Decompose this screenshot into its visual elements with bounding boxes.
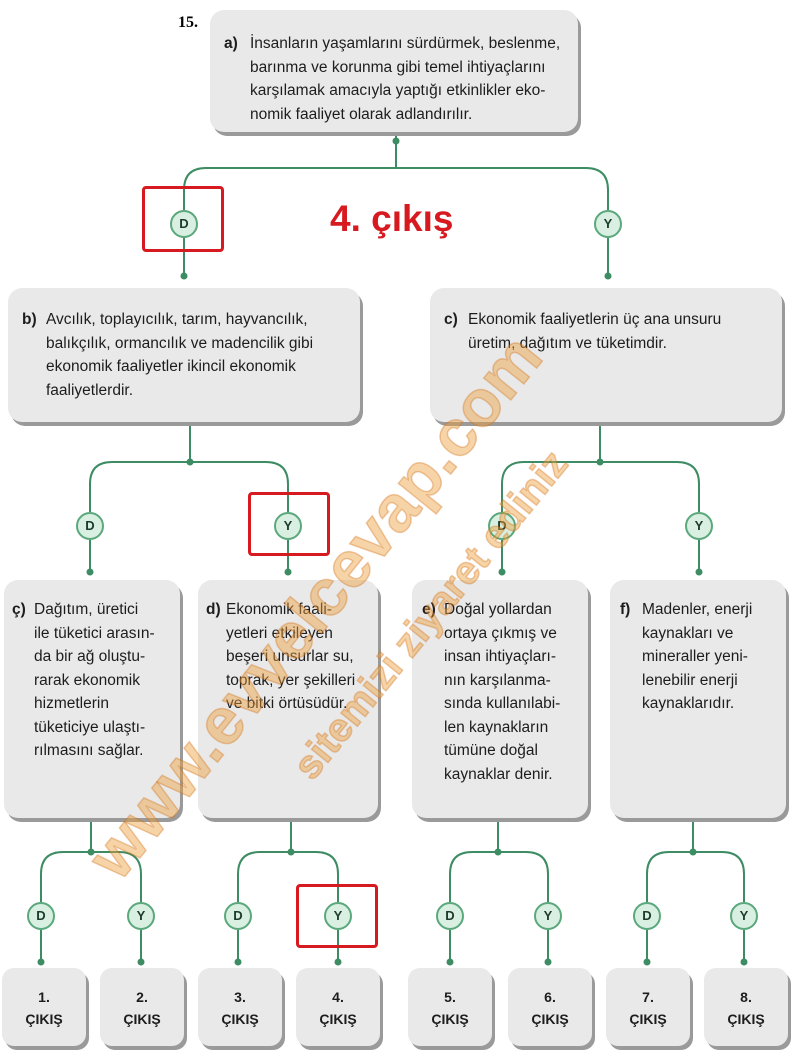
statement-c-box: c) Ekonomik faaliyetlerin üç ana unsuru … [430,288,782,422]
node-true-e: D [436,902,464,930]
exit-number: 3. [234,989,246,1005]
exit-box-2: 2. ÇIKIŞ [100,968,184,1046]
statement-e-box: e) Doğal yollardan ortaya çıkmış ve insa… [412,580,588,818]
node-true-d: D [224,902,252,930]
exit-box-6: 6. ÇIKIŞ [508,968,592,1046]
statement-d-text: Ekonomik faali- yetleri etkileyen beşeri… [226,601,356,712]
statement-cc-label: ç) [12,601,26,618]
node-false-a: Y [594,210,622,238]
statement-a-box: a) İnsanların yaşamlarını sürdürmek, bes… [210,10,578,132]
statement-a-label: a) [224,35,238,52]
highlight-frame-b-false [248,492,330,556]
answer-label: 4. çıkış [330,198,454,239]
node-true-c: D [488,512,516,540]
exit-number: 6. [544,989,556,1005]
node-true-f: D [633,902,661,930]
statement-d-box: d) Ekonomik faali- yetleri etkileyen beş… [198,580,378,818]
node-false-d: Y [324,902,352,930]
statement-cc-text: Dağıtım, üretici ile tüketici arasın- da… [34,601,155,759]
statement-f-box: f) Madenler, enerji kaynakları ve minera… [610,580,786,818]
statement-f-text: Madenler, enerji kaynakları ve mineralle… [642,601,753,712]
statement-e-label: e) [422,601,436,618]
highlight-frame-d-false [296,884,378,948]
statement-a-text: İnsanların yaşamlarını sürdürmek, beslen… [250,35,561,123]
statement-cc-box: ç) Dağıtım, üretici ile tüketici arasın-… [4,580,180,818]
exit-word: ÇIKIŞ [531,1011,569,1027]
highlight-frame-a-true [142,186,224,252]
exit-word: ÇIKIŞ [727,1011,765,1027]
statement-b-box: b) Avcılık, toplayıcılık, tarım, hayvanc… [8,288,360,422]
exit-word: ÇIKIŞ [123,1011,161,1027]
exit-number: 2. [136,989,148,1005]
node-true-cc: D [27,902,55,930]
statement-b-text: Avcılık, toplayıcılık, tarım, hayvancılı… [46,311,314,399]
node-false-f: Y [730,902,758,930]
exit-box-7: 7. ÇIKIŞ [606,968,690,1046]
statement-e-text: Doğal yollardan ortaya çıkmış ve insan i… [444,601,561,783]
statement-b-label: b) [22,311,37,328]
exit-number: 8. [740,989,752,1005]
question-number: 15. [178,14,198,31]
exit-word: ÇIKIŞ [319,1011,357,1027]
exit-box-4: 4. ÇIKIŞ [296,968,380,1046]
exit-word: ÇIKIŞ [431,1011,469,1027]
exit-box-5: 5. ÇIKIŞ [408,968,492,1046]
statement-f-label: f) [620,601,631,618]
exit-box-1: 1. ÇIKIŞ [2,968,86,1046]
exit-word: ÇIKIŞ [25,1011,63,1027]
exit-number: 7. [642,989,654,1005]
node-false-b: Y [274,512,302,540]
node-false-e: Y [534,902,562,930]
statement-d-label: d) [206,601,221,618]
exit-number: 1. [38,989,50,1005]
statement-c-label: c) [444,311,458,328]
node-true-a: D [170,210,198,238]
node-false-cc: Y [127,902,155,930]
exit-number: 5. [444,989,456,1005]
exit-box-8: 8. ÇIKIŞ [704,968,788,1046]
exit-box-3: 3. ÇIKIŞ [198,968,282,1046]
node-false-c: Y [685,512,713,540]
exit-word: ÇIKIŞ [221,1011,259,1027]
exit-word: ÇIKIŞ [629,1011,667,1027]
statement-c-text: Ekonomik faaliyetlerin üç ana unsuru üre… [468,311,722,352]
exit-number: 4. [332,989,344,1005]
node-true-b: D [76,512,104,540]
